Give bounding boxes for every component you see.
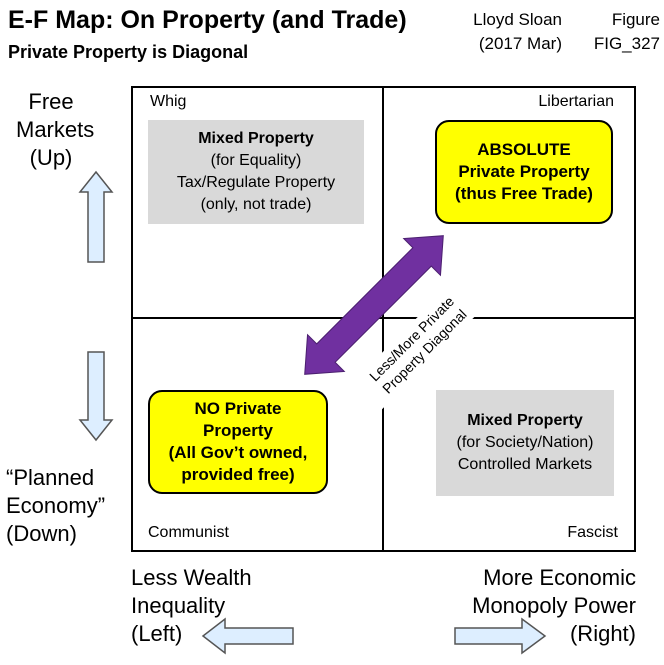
whig-box-heading: Mixed Property [198,130,314,147]
axis-down-line2: Economy” [6,493,106,518]
figure-id: FIG_327 [593,34,660,53]
author-info: Lloyd Sloan (2017 Mar) [448,8,562,56]
axis-up-line3: (Up) [29,145,73,170]
libertarian-box-line3: (thus Free Trade) [455,184,593,203]
arrow-up-icon [78,170,114,263]
vertical-divider [382,86,384,552]
page-subtitle: Private Property is Diagonal [8,42,249,62]
libertarian-box-line2: Private Property [458,162,590,181]
arrow-right-icon [454,617,547,655]
axis-right-line3: (Right) [569,621,636,646]
fascist-box-line3: Controlled Markets [457,456,593,473]
quadrant-label-fascist: Fascist [567,524,618,541]
axis-right-line2: Monopoly Power [472,593,636,618]
figure-label: Figure [611,10,660,29]
axis-up-line1: Free [28,89,74,114]
quadrant-label-whig: Whig [150,93,187,110]
axis-down-line1: “Planned [6,465,95,490]
libertarian-box-line1: ABSOLUTE [477,140,571,159]
axis-left-line1: Less Wealth [131,565,252,590]
author-date: (2017 Mar) [478,34,562,53]
axis-down-line3: (Down) [6,521,77,546]
axis-up-line2: Markets [16,117,95,142]
axis-left-line3: (Left) [131,621,183,646]
arrow-left-icon [201,617,294,655]
whig-box-line4: (only, not trade) [200,196,312,213]
horizontal-divider [131,317,636,319]
communist-box: NO Private Property (All Gov’t owned, pr… [148,390,328,494]
double-arrow-icon [304,235,444,375]
axis-label-left: Less Wealth Inequality (Left) [131,564,252,648]
communist-box-line1: NO Private [194,399,282,418]
axis-left-line2: Inequality [131,593,226,618]
axis-label-right: More Economic Monopoly Power (Right) [430,564,636,648]
fascist-box-line2: (for Society/Nation) [456,434,594,451]
communist-box-line2: Property [203,421,273,440]
axis-label-up: Free Markets (Up) [16,88,94,172]
page-title: E-F Map: On Property (and Trade) [8,6,407,34]
arrow-down-icon [78,351,114,442]
quadrant-label-libertarian: Libertarian [538,93,614,110]
communist-box-line3: (All Gov’t owned, [168,443,308,462]
axis-right-line1: More Economic [483,565,636,590]
whig-box-line2: (for Equality) [210,152,302,169]
communist-box-line4: provided free) [181,465,295,484]
fascist-box-heading: Mixed Property [467,412,583,429]
axis-label-down: “Planned Economy” (Down) [6,464,105,548]
fascist-box: Mixed Property (for Society/Nation) Cont… [436,390,614,496]
figure-info: Figure FIG_327 [566,8,660,56]
whig-box-line3: Tax/Regulate Property [176,174,336,191]
libertarian-box: ABSOLUTE Private Property (thus Free Tra… [435,120,613,224]
quadrant-label-communist: Communist [148,524,229,541]
whig-box: Mixed Property (for Equality) Tax/Regula… [148,120,364,224]
author-name: Lloyd Sloan [473,10,562,29]
